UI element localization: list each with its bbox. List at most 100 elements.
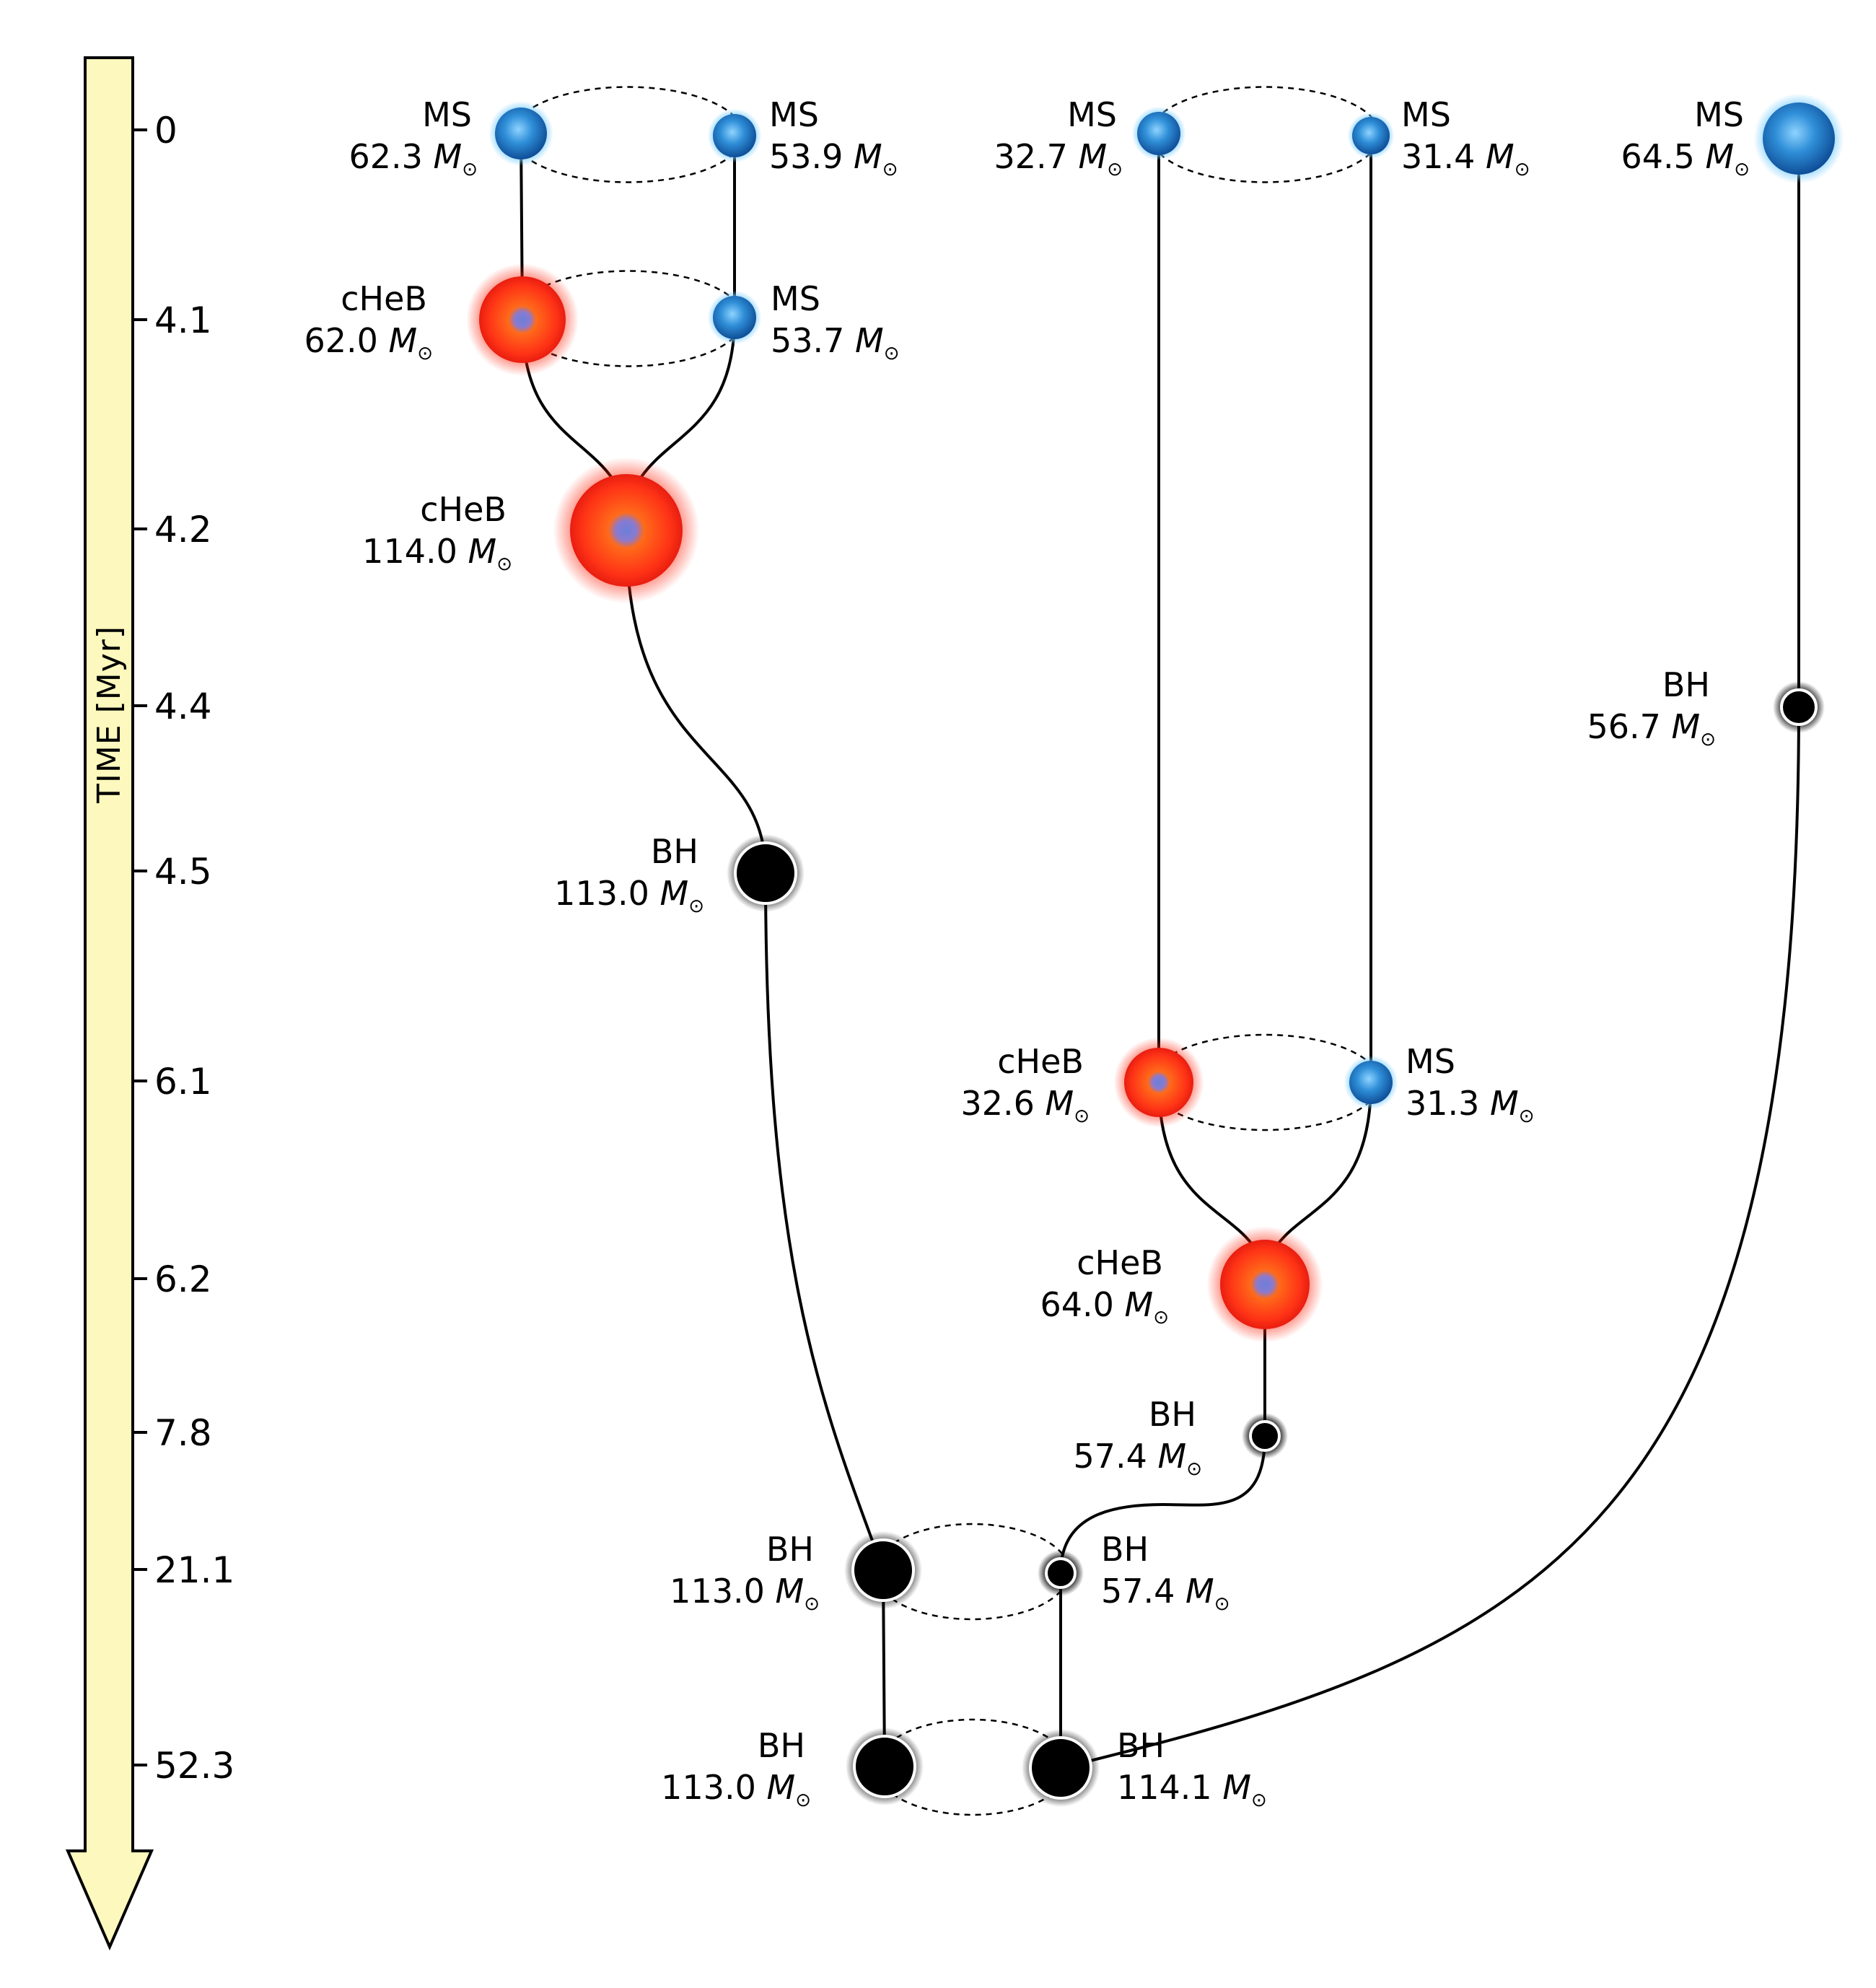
stage-label: MS [769,95,819,134]
mass-label: 62.3 M⊙ [349,137,478,180]
bh-body [853,1735,916,1798]
time-axis-tick-label: 7.8 [154,1412,212,1454]
stage-label: BH [1662,665,1710,704]
mass-spacer [1147,1437,1158,1476]
solar-symbol: ⊙ [688,896,704,917]
time-axis-tick-label: 4.4 [154,686,212,727]
mass-value: 32.7 [994,137,1067,176]
mass-label: 113.0 M⊙ [661,1768,811,1811]
ms-star-body [1349,1061,1393,1104]
mass-unit: M [855,321,884,360]
evolution-track [638,317,736,481]
evolution-track [764,872,885,1571]
mass-value: 62.3 [349,137,422,176]
mass-unit: M [660,874,689,913]
ms-star-body [713,114,756,157]
bh-body [1780,688,1818,726]
cheb-star-body [1124,1048,1193,1117]
solar-symbol: ⊙ [1074,1105,1090,1127]
bh-star [1022,1729,1100,1807]
mass-spacer [844,321,855,360]
ms-star-body [1137,112,1180,155]
mass-unit: M [1046,1084,1074,1123]
time-axis-tick-label: 6.1 [154,1061,212,1103]
mass-label: 114.0 M⊙ [362,532,512,575]
mass-unit: M [434,137,463,176]
time-axis-title: TIME [Myr] [91,626,128,804]
evolution-track [1276,1082,1372,1245]
mass-spacer [1175,1572,1185,1611]
mass-spacer [1475,137,1486,176]
mass-value: 53.7 [771,321,844,360]
cheb-star [1206,1226,1323,1343]
ms-star [707,290,762,345]
solar-symbol: ⊙ [496,553,512,575]
mass-value: 31.3 [1406,1084,1479,1123]
mass-label: 31.3 M⊙ [1406,1084,1535,1127]
bh-star [844,1531,922,1609]
mass-spacer [1212,1768,1223,1807]
solar-symbol: ⊙ [1214,1593,1230,1615]
mass-spacer [1661,707,1672,746]
mass-unit: M [1490,1084,1519,1123]
mass-unit: M [1185,1572,1214,1611]
ms-star-body [713,296,756,339]
mass-value: 113.0 [661,1768,756,1807]
stage-label: BH [758,1726,805,1765]
star-nodes [466,93,1844,1807]
time-axis: TIME [Myr] 04.14.24.44.56.16.27.821.152.… [65,56,234,1951]
binary-orbits [511,86,1381,1816]
mass-unit: M [854,137,882,176]
evolution-track [1060,706,1800,1769]
stage-label: cHeB [341,279,427,318]
mass-spacer [1479,1084,1490,1123]
time-axis-tick-label: 52.3 [154,1745,234,1787]
cheb-star-body [570,474,683,587]
mass-value: 64.5 [1621,137,1694,176]
evolution-track [625,530,767,874]
mass-label: 57.4 M⊙ [1073,1437,1202,1480]
bh-body [1249,1420,1281,1452]
mass-value: 64.0 [1040,1285,1113,1324]
mass-unit: M [776,1572,805,1611]
mass-spacer [1695,137,1706,176]
solar-symbol: ⊙ [1186,1458,1202,1480]
mass-value: 62.0 [304,321,377,360]
solar-symbol: ⊙ [1107,159,1123,180]
stage-label: BH [1149,1395,1196,1434]
ms-star-body [495,108,547,159]
mass-spacer [378,321,389,360]
bh-star [846,1728,924,1805]
mass-label: 113.0 M⊙ [554,874,704,917]
mass-label: 32.7 M⊙ [994,137,1123,180]
mass-spacer [1068,137,1079,176]
ms-star-body [1352,117,1390,154]
mass-spacer [1035,1084,1046,1123]
ms-star-body [1763,102,1835,175]
mass-value: 31.4 [1401,137,1475,176]
mass-spacer [1114,1285,1125,1324]
mass-spacer [756,1768,767,1807]
mass-spacer [649,874,660,913]
ms-star [707,108,762,163]
bh-body [851,1538,915,1602]
solar-symbol: ⊙ [1734,159,1750,180]
ms-star [1753,93,1844,184]
bh-body [1029,1736,1092,1800]
cheb-star-body [479,276,566,363]
mass-label: 62.0 M⊙ [304,321,433,364]
stage-label: cHeB [997,1042,1084,1081]
mass-label: 113.0 M⊙ [670,1572,820,1615]
mass-label: 56.7 M⊙ [1587,707,1716,750]
solar-symbol: ⊙ [884,343,900,364]
mass-unit: M [1672,707,1701,746]
time-axis-tick-label: 21.1 [154,1549,234,1591]
mass-label: 64.5 M⊙ [1621,137,1750,180]
mass-value: 113.0 [554,874,649,913]
mass-unit: M [1706,137,1735,176]
mass-unit: M [1486,137,1515,176]
time-axis-tick-label: 6.2 [154,1258,212,1300]
bh-star [1773,681,1825,733]
stage-label: cHeB [1077,1243,1163,1282]
